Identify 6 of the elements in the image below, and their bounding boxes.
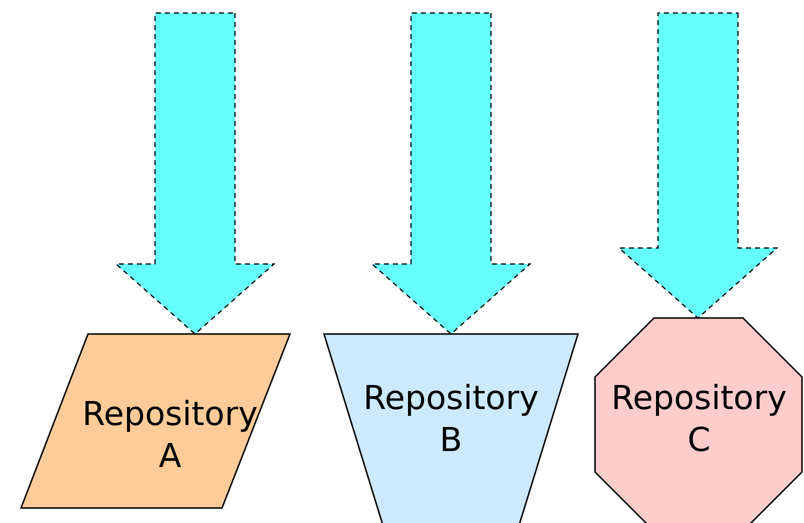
block-arrow: [370, 12, 532, 335]
block-arrow: [617, 12, 779, 319]
node-label: Repository A: [81, 393, 259, 477]
block-arrow: [114, 12, 276, 335]
node-label: Repository C: [610, 377, 788, 461]
node-label: Repository B: [362, 377, 540, 461]
